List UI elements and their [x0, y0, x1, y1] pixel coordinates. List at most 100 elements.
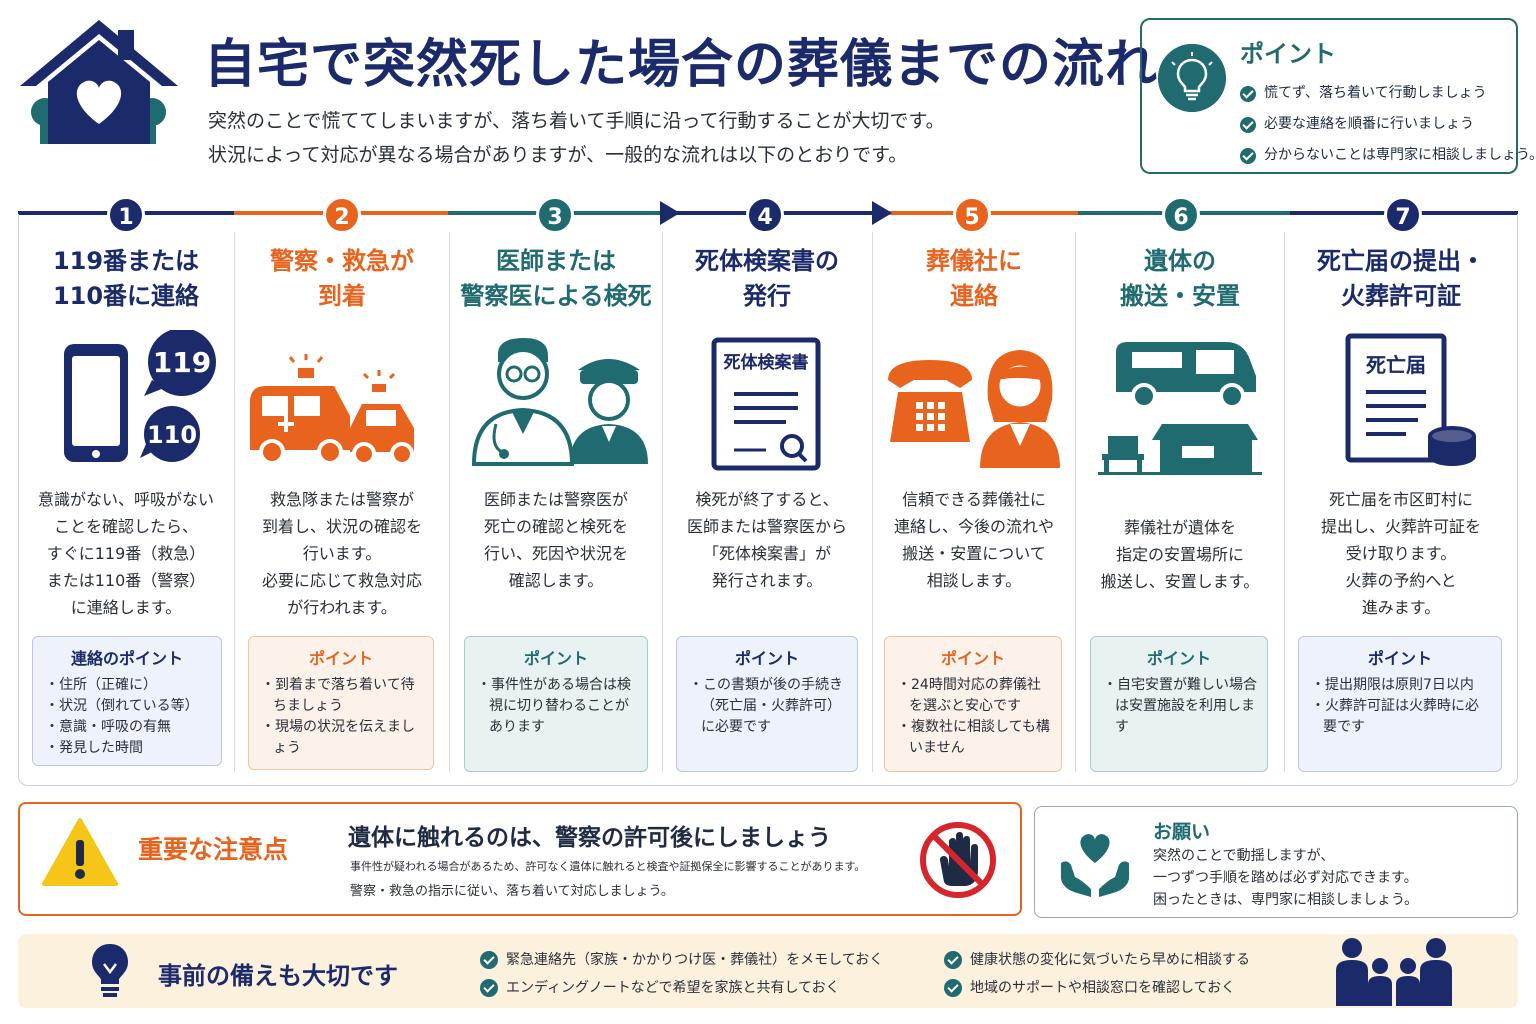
list-item: 慌てず、落ち着いて行動しましょう [1240, 78, 1536, 109]
list-item: 到着まで落ち着いて待ちましょう [259, 675, 423, 717]
step-number-badge: 1 [107, 196, 145, 234]
step-title: 119番または 110番に連絡 [52, 247, 200, 310]
list-item: エンディングノートなどで希望を家族と共有しておく [480, 974, 883, 1002]
list-item: 提出期限は原則7日以内 [1309, 675, 1491, 696]
check-icon [944, 979, 962, 997]
step-4: 4 死体検案書の 発行 死体検案書 検死が終了すると、 医師または警察医から 「… [666, 196, 868, 786]
steps-frame [18, 214, 1518, 786]
doctor-police-icon [471, 338, 648, 466]
list-item: 火葬許可証は火葬時に必要です [1309, 696, 1491, 738]
step-5: 5 葬儀社に 連絡 信頼できる葬儀社に 連絡し、今後の流れや 搬送・安置について… [876, 196, 1072, 786]
arrow-right-icon [872, 201, 892, 225]
step-title: 医師または 警察医による検死 [460, 247, 652, 310]
warning-label: 重要な注意点 [138, 835, 289, 864]
step-tip: ポイント この書類が後の手続き（死亡届・火葬許可）に必要です [676, 636, 858, 772]
point-box-title: ポイント [1240, 40, 1336, 68]
icon-label-119: 119 [153, 346, 211, 379]
check-icon [1240, 116, 1256, 133]
list-item: 意識・呼吸の有無 [43, 717, 211, 738]
step-divider [234, 232, 235, 772]
step-description: 医師または警察医が 死亡の確認と検死を 行い、死因や状況を 確認します。 [483, 490, 628, 590]
lightbulb-icon [1158, 44, 1226, 112]
step-description: 救急隊または警察が 到着し、状況の確認を 行います。 必要に応じて救急対応 が行… [261, 490, 422, 617]
step-description: 検死が終了すると、 医師または警察医から 「死体検案書」が 発行されます。 [686, 490, 847, 590]
list-item: 分からないことは専門家に相談しましょう。 [1240, 140, 1536, 171]
step-number-badge: 3 [536, 196, 574, 234]
list-item: 事件性がある場合は検視に切り替わることがあります [475, 675, 637, 738]
step-number-badge: 6 [1162, 196, 1200, 234]
step-number-badge: 5 [953, 196, 991, 234]
warning-box: 重要な注意点 遺体に触れるのは、警察の許可後にしましょう 事件性が疑われる場合が… [18, 802, 1022, 916]
icon-label-110: 110 [147, 421, 197, 449]
death-notice-icon: 死亡届 [1345, 333, 1476, 466]
step-divider [662, 232, 663, 772]
list-item: 発見した時間 [43, 738, 211, 759]
step-6: 6 遺体の 搬送・安置 葬儀社が遺体を 指定の安置場所に 搬送し、安置します。 … [1078, 196, 1282, 786]
step-tip: ポイント 到着まで落ち着いて待ちましょう 現場の状況を伝えましょう [248, 636, 434, 770]
warning-main: 遺体に触れるのは、警察の許可後にしましょう [348, 825, 831, 851]
step-title: 死体検案書の 発行 [695, 247, 839, 310]
step-description: 死亡届を市区町村に 提出し、火葬許可証を 受け取ります。 火葬の予約へと 進みま… [1320, 490, 1481, 617]
list-item: この書類が後の手続き（死亡届・火葬許可）に必要です [687, 675, 847, 738]
request-title: お願い [1153, 821, 1211, 843]
step-divider [449, 232, 450, 772]
request-box: お願い 突然のことで動揺しますが、 一つずつ手順を踏めば必ず対応できます。 困っ… [1034, 806, 1518, 918]
warning-sub: 警察・救急の指示に従い、落ち着いて対応しましょう。 [350, 884, 674, 899]
heart-hands-icon [1061, 834, 1129, 897]
document-label: 死体検案書 [724, 352, 809, 373]
list-item: 状況（倒れている等） [43, 696, 211, 717]
step-divider [872, 232, 873, 772]
step-number-badge: 7 [1384, 196, 1422, 234]
point-box-list: 慌てず、落ち着いて行動しましょう 必要な連絡を順番に行いましょう 分からないこと… [1240, 78, 1536, 171]
intro-text: 突然のことで慌ててしまいますが、落ち着いて手順に沿って行動することが大切です。 … [208, 110, 945, 166]
point-box: ポイント 慌てず、落ち着いて行動しましょう 必要な連絡を順番に行いましょう 分か… [1140, 18, 1536, 174]
step-divider [1075, 232, 1076, 772]
check-icon [944, 951, 962, 969]
step-description: 葬儀社が遺体を 指定の安置場所に 搬送し、安置します。 [1100, 518, 1260, 591]
step-7: 7 死亡届の提出・ 火葬許可証 死亡届 死亡届を市区町村に 提出し、火葬許可証を… [1288, 196, 1514, 786]
step-tip: 連絡のポイント 住所（正確に） 状況（倒れている等） 意識・呼吸の有無 発見した… [32, 636, 222, 766]
document-label: 死亡届 [1366, 353, 1426, 377]
preparation-title: 事前の備えも大切です [158, 962, 398, 990]
preparation-list: 緊急連絡先（家族・かかりつけ医・葬儀社）をメモしておく エンディングノートなどで… [480, 946, 883, 1002]
step-title: 警察・救急が 到着 [270, 247, 414, 310]
step-1: 1 119番または 110番に連絡 119 110 意識がない、呼吸がない こと… [22, 196, 230, 786]
step-title: 死亡届の提出・ 火葬許可証 [1317, 247, 1485, 310]
arrow-right-icon [660, 201, 680, 225]
family-icon [1336, 938, 1452, 1006]
warning-sub: 事件性が疑われる場合があるため、許可なく遺体に触れると検査や証拠保全に影響するこ… [350, 860, 866, 873]
step-description: 信頼できる葬儀社に 連絡し、今後の流れや 搬送・安置について 相談します。 [893, 490, 1054, 590]
step-title: 葬儀社に 連絡 [926, 247, 1022, 310]
smartphone-icon: 119 110 [64, 330, 216, 462]
no-touch-icon [920, 822, 996, 898]
check-icon [1240, 85, 1256, 102]
house-heart-icon [20, 20, 178, 144]
step-tip: ポイント 事件性がある場合は検視に切り替わることがあります [464, 636, 648, 772]
step-3: 3 医師または 警察医による検死 医師または警察医が 死亡の確認と検死を 行い、… [452, 196, 660, 786]
preparation-band: 事前の備えも大切です 緊急連絡先（家族・かかりつけ医・葬儀社）をメモしておく エ… [18, 934, 1518, 1008]
lightbulb-icon [92, 944, 128, 997]
step-tip: ポイント 24時間対応の葬儀社を選ぶと安心です 複数社に相談しても構いません [884, 636, 1062, 772]
step-tip: ポイント 提出期限は原則7日以内 火葬許可証は火葬時に必要です [1298, 636, 1502, 772]
step-number-badge: 2 [323, 196, 361, 234]
list-item: 複数社に相談しても構いません [895, 717, 1051, 759]
ambulance-police-icon [250, 354, 414, 466]
request-text: 突然のことで動揺しますが、 一つずつ手順を踏めば必ず対応できます。 困ったときは… [1153, 848, 1419, 908]
check-icon [1240, 147, 1256, 164]
warning-icon [42, 818, 118, 886]
list-item: 緊急連絡先（家族・かかりつけ医・葬儀社）をメモしておく [480, 946, 883, 974]
hearse-house-icon [1098, 342, 1262, 475]
list-item: 健康状態の変化に気づいたら早めに相談する [944, 946, 1250, 974]
list-item: 地域のサポートや相談窓口を確認しておく [944, 974, 1250, 1002]
list-item: 24時間対応の葬儀社を選ぶと安心です [895, 675, 1051, 717]
list-item: 現場の状況を伝えましょう [259, 717, 423, 759]
step-tip: ポイント 自宅安置が難しい場合は安置施設を利用します [1090, 636, 1268, 772]
step-2: 2 警察・救急が 到着 救急隊または警察が 到着し、状況の確認を 行います。 必… [238, 196, 446, 786]
step-number-badge: 4 [746, 196, 784, 234]
step-description: 意識がない、呼吸がない ことを確認したら、 すぐに119番（救急） または110… [37, 490, 214, 617]
list-item: 住所（正確に） [43, 675, 211, 696]
preparation-list: 健康状態の変化に気づいたら早めに相談する 地域のサポートや相談窓口を確認しておく [944, 946, 1250, 1002]
list-item: 自宅安置が難しい場合は安置施設を利用します [1101, 675, 1257, 738]
check-icon [480, 979, 498, 997]
step-title: 遺体の 搬送・安置 [1120, 247, 1240, 310]
